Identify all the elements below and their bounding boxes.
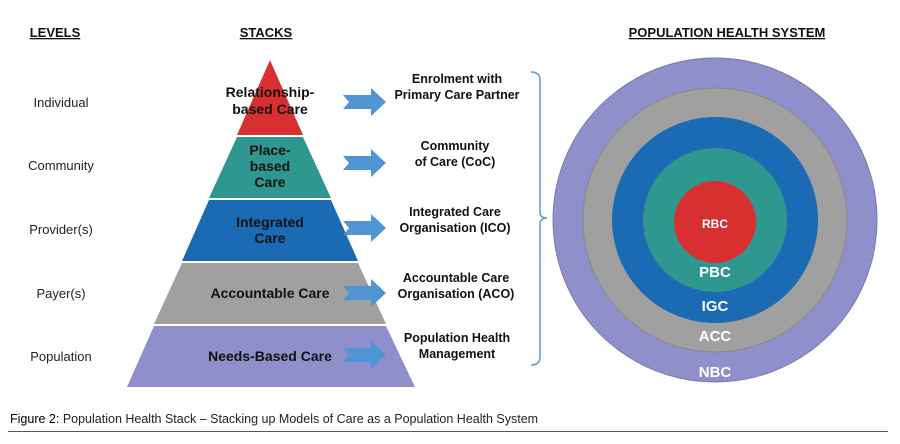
level-payers: Payer(s) xyxy=(36,286,85,301)
stack-band-place xyxy=(209,137,331,198)
stack-band-relationship xyxy=(237,60,303,135)
arrow-icon xyxy=(343,341,386,369)
stack-band-integrated xyxy=(182,200,358,261)
stack-label-relationship: Relationship-based Care xyxy=(226,84,315,117)
level-individual: Individual xyxy=(34,95,89,110)
arrows xyxy=(343,88,386,369)
arrow-icon xyxy=(343,88,386,116)
population-health-system: RBC PBC IGC ACC NBC xyxy=(552,57,878,383)
ring-label-pbc: PBC xyxy=(699,264,731,281)
caption-label: Figure 2: xyxy=(10,412,60,426)
ring-label-igc: IGC xyxy=(702,298,729,315)
arrow-icon xyxy=(343,149,386,177)
caption-rule xyxy=(8,431,888,432)
stack-band-needs xyxy=(127,326,415,387)
caption-text: Population Health Stack – Stacking up Mo… xyxy=(59,412,539,426)
level-community: Community xyxy=(28,158,94,173)
levels-header: LEVELS xyxy=(30,25,81,40)
figure-caption: Figure 2: Population Health Stack – Stac… xyxy=(10,412,538,426)
stacks-header: STACKS xyxy=(240,25,293,40)
level-population: Population xyxy=(30,349,91,364)
level-labels: Individual Community Provider(s) Payer(s… xyxy=(28,95,94,364)
stack-label-needs: Needs-Based Care xyxy=(208,348,332,364)
arrow-icon xyxy=(343,279,386,307)
ring-label-rbc: RBC xyxy=(702,217,728,231)
level-providers: Provider(s) xyxy=(29,222,93,237)
ring-label-nbc: NBC xyxy=(699,364,732,381)
arrow-icon xyxy=(343,214,386,242)
ring-label-acc: ACC xyxy=(699,328,732,345)
stack-band-accountable xyxy=(154,263,386,324)
bracket xyxy=(530,71,548,366)
system-header: POPULATION HEALTH SYSTEM xyxy=(629,25,826,40)
stack-label-accountable: Accountable Care xyxy=(210,285,329,301)
ring-rbc xyxy=(674,181,756,263)
